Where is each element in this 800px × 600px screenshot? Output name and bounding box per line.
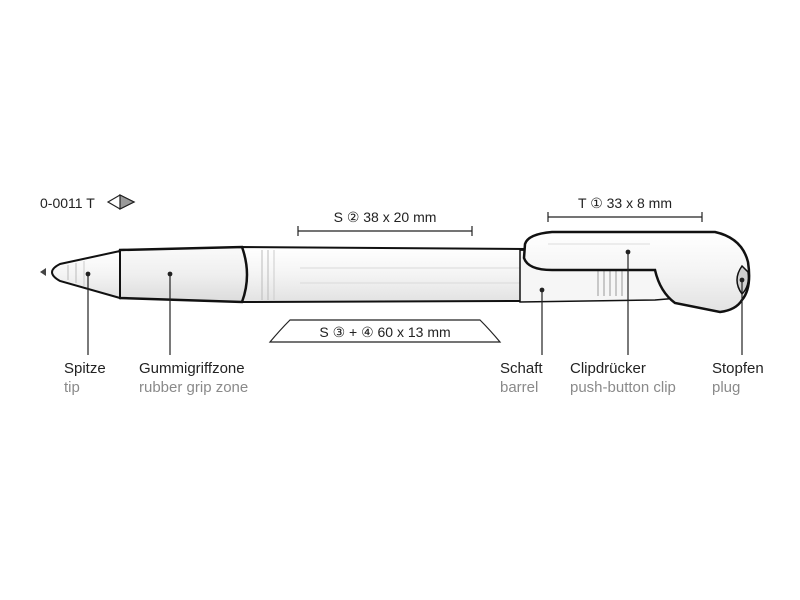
leader-clip [625, 249, 631, 355]
part-label-plug: Stopfen plug [712, 360, 764, 396]
dimension-area-2: S ② 38 x 20 mm [297, 209, 473, 236]
part-label-tip-de: Spitze [64, 360, 106, 377]
part-label-tip-en: tip [64, 379, 80, 396]
leader-grip [167, 271, 173, 355]
leader-tip [85, 271, 91, 355]
part-label-clip-de: Clipdrücker [570, 360, 646, 377]
dimension-area-1-label: T ① 33 x 8 mm [578, 195, 672, 211]
dimension-area-34: S ③ + ④ 60 x 13 mm [268, 319, 502, 343]
part-label-grip-de: Gummigriffzone [139, 360, 245, 377]
part-label-clip-en: push-button clip [570, 379, 676, 396]
grip-zone-shape [114, 245, 249, 304]
leader-barrel [539, 287, 545, 355]
barrel-shape [239, 245, 526, 304]
part-label-clip: Clipdrücker push-button clip [570, 360, 676, 396]
part-label-barrel: Schaft barrel [500, 360, 543, 396]
part-label-plug-de: Stopfen [712, 360, 764, 377]
dimension-area-2-label: S ② 38 x 20 mm [334, 209, 437, 225]
part-label-barrel-en: barrel [500, 379, 538, 396]
dimension-area-1: T ① 33 x 8 mm [547, 195, 703, 222]
part-label-plug-en: plug [712, 379, 740, 396]
product-code: 0-0011 T [40, 195, 95, 211]
part-label-grip-en: rubber grip zone [139, 379, 248, 396]
pen-illustration [40, 230, 751, 314]
color-indicator-icon [106, 194, 136, 210]
leader-plug [739, 277, 745, 355]
dimension-area-34-label: S ③ + ④ 60 x 13 mm [319, 324, 450, 340]
part-label-grip: Gummigriffzone rubber grip zone [139, 360, 248, 396]
part-label-tip: Spitze tip [64, 360, 106, 396]
part-label-barrel-de: Schaft [500, 360, 543, 377]
